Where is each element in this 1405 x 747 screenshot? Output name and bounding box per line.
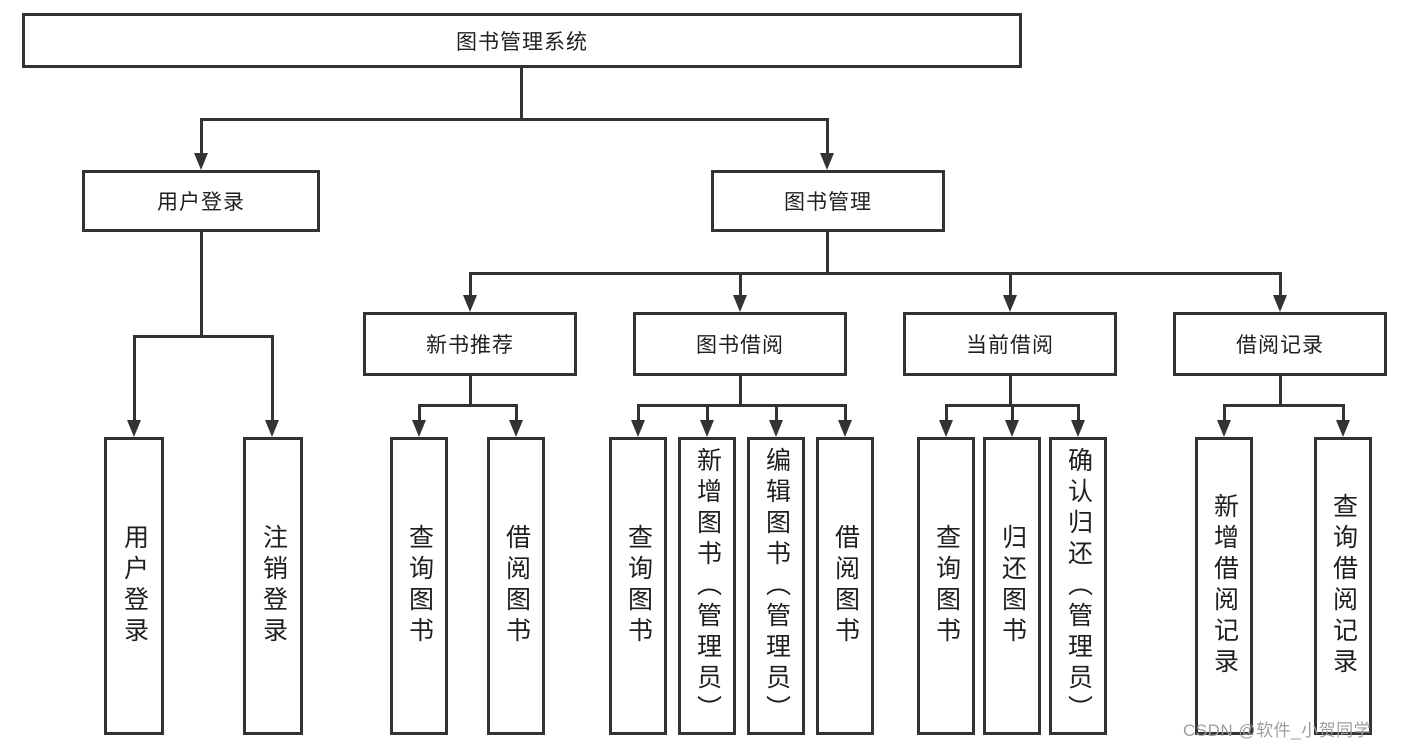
node-book-borrowing: 图书借阅: [633, 312, 847, 376]
arrowhead-down-icon: [1217, 420, 1231, 437]
connector-records-branch: [1223, 404, 1344, 407]
arrowhead-down-icon: [1003, 295, 1017, 312]
connector-l3-stem: [1009, 272, 1012, 300]
connector-root-stem: [520, 66, 523, 120]
arrowhead-down-icon: [194, 153, 208, 170]
connector-leaf-stem: [1077, 404, 1080, 423]
connector-leaf-stem: [706, 404, 709, 423]
node-label: 用户登录: [120, 524, 149, 648]
leaf-current-confirm-return-admin: 确认归还（管理员）: [1049, 437, 1107, 735]
arrowhead-down-icon: [700, 420, 714, 437]
leaf-logout-login: 注销登录: [243, 437, 303, 735]
arrowhead-down-icon: [265, 420, 279, 437]
leaf-borrow-edit-books-admin: 编辑图书（管理员）: [747, 437, 805, 735]
connector-leaf-stem: [945, 404, 948, 423]
connector-leaf-stem: [133, 335, 136, 423]
connector-leaf-stem: [1223, 404, 1226, 423]
node-label: 编辑图书（管理员）: [762, 446, 791, 726]
node-label: 当前借阅: [966, 334, 1054, 357]
arrowhead-down-icon: [838, 420, 852, 437]
connector-leaf-stem: [844, 404, 847, 423]
connector-mgmt-group-stem: [826, 231, 829, 275]
node-label: 新增图书（管理员）: [693, 446, 722, 726]
node-borrowing-records: 借阅记录: [1173, 312, 1387, 376]
node-current-borrowing: 当前借阅: [903, 312, 1117, 376]
connector-leaf-stem: [775, 404, 778, 423]
connector-leaf-stem: [418, 404, 421, 423]
connector-records-stem: [1279, 375, 1282, 407]
leaf-current-query-books: 查询图书: [917, 437, 975, 735]
connector-l3-stem: [469, 272, 472, 300]
node-label: 借阅图书: [502, 524, 531, 648]
connector-borrowing-branch: [637, 404, 847, 407]
connector-borrowing-stem: [739, 375, 742, 407]
connector-book-mgmt-stem: [826, 118, 829, 158]
arrowhead-down-icon: [1273, 295, 1287, 312]
csdn-watermark: CSDN @软件_小贺同学: [1183, 721, 1372, 740]
connector-leaf-stem: [271, 335, 274, 423]
connector-user-login-stem: [200, 118, 203, 158]
leaf-borrow-add-books-admin: 新增图书（管理员）: [678, 437, 736, 735]
node-label: 确认归还（管理员）: [1064, 446, 1093, 726]
connector-mgmt-group-branch: [469, 272, 1282, 275]
connector-l3-stem: [739, 272, 742, 300]
arrowhead-down-icon: [733, 295, 747, 312]
node-label: 查询图书: [624, 524, 653, 648]
leaf-records-query-borrow-record: 查询借阅记录: [1314, 437, 1372, 735]
arrowhead-down-icon: [412, 420, 426, 437]
connector-recommend-stem: [469, 375, 472, 407]
connector-root-branch: [200, 118, 829, 121]
leaf-recommend-borrow-books: 借阅图书: [487, 437, 545, 735]
node-user-login: 用户登录: [82, 170, 320, 232]
arrowhead-down-icon: [820, 153, 834, 170]
connector-recommend-branch: [418, 404, 518, 407]
arrowhead-down-icon: [509, 420, 523, 437]
leaf-recommend-query-books: 查询图书: [390, 437, 448, 735]
node-label: 注销登录: [259, 524, 288, 648]
leaf-records-add-borrow-record: 新增借阅记录: [1195, 437, 1253, 735]
node-book-management-system: 图书管理系统: [22, 13, 1022, 68]
leaf-user-login: 用户登录: [104, 437, 164, 735]
node-label: 查询图书: [405, 524, 434, 648]
arrowhead-down-icon: [1005, 420, 1019, 437]
connector-leaf-stem: [637, 404, 640, 423]
node-label: 归还图书: [998, 524, 1027, 648]
arrowhead-down-icon: [1071, 420, 1085, 437]
node-label: 新书推荐: [426, 334, 514, 357]
connector-l3-stem: [1279, 272, 1282, 300]
arrowhead-down-icon: [1336, 420, 1350, 437]
node-label: 查询借阅记录: [1329, 493, 1358, 679]
node-label: 用户登录: [157, 191, 245, 214]
connector-leaf-stem: [1342, 404, 1345, 423]
connector-current-stem: [1009, 375, 1012, 407]
node-label: 图书管理: [784, 191, 872, 214]
node-label: 借阅记录: [1236, 334, 1324, 357]
node-label: 查询图书: [932, 524, 961, 648]
node-label: 图书借阅: [696, 334, 784, 357]
leaf-borrow-borrow-books: 借阅图书: [816, 437, 874, 735]
arrowhead-down-icon: [631, 420, 645, 437]
node-new-book-recommend: 新书推荐: [363, 312, 577, 376]
leaf-current-return-books: 归还图书: [983, 437, 1041, 735]
leaf-borrow-query-books: 查询图书: [609, 437, 667, 735]
node-label: 新增借阅记录: [1210, 493, 1239, 679]
arrowhead-down-icon: [127, 420, 141, 437]
arrowhead-down-icon: [939, 420, 953, 437]
connector-leaf-stem: [1011, 404, 1014, 423]
connector-login-group-branch: [133, 335, 274, 338]
node-book-management: 图书管理: [711, 170, 945, 232]
connector-leaf-stem: [515, 404, 518, 423]
node-label: 图书管理系统: [456, 30, 588, 54]
connector-login-group-stem: [200, 231, 203, 337]
arrowhead-down-icon: [463, 295, 477, 312]
arrowhead-down-icon: [769, 420, 783, 437]
node-label: 借阅图书: [831, 524, 860, 648]
